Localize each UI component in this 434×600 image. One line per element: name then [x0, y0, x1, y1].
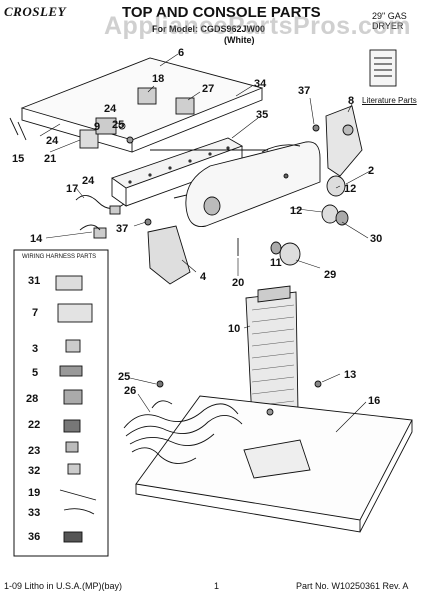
callout-17: 17: [66, 183, 78, 195]
callout-12-b: 12: [290, 205, 302, 217]
literature-parts-label: Literature Parts: [362, 96, 417, 105]
harness-callout-22: 22: [28, 419, 40, 431]
callout-numbers: 6 18 27 34 35 37 8 25 24 9 24 15 21 17 2…: [12, 47, 382, 543]
part-drawings: [9, 49, 413, 543]
callout-15: 15: [12, 153, 24, 165]
callout-37-top: 37: [298, 85, 310, 97]
callout-18: 18: [152, 73, 164, 85]
callout-30: 30: [370, 233, 382, 245]
harness-callout-19: 19: [28, 487, 40, 499]
callout-25-top: 25: [112, 119, 124, 131]
callout-13: 13: [344, 369, 356, 381]
harness-callout-28: 28: [26, 393, 38, 405]
harness-callout-31: 31: [28, 275, 40, 287]
callout-10: 10: [228, 323, 240, 335]
callout-24-b: 24: [46, 135, 59, 147]
callout-24-a: 24: [104, 103, 117, 115]
callout-35: 35: [256, 109, 268, 121]
model-number: For Model: CGDS962JW00: [152, 24, 266, 34]
wiring-harness-box: [13, 249, 109, 557]
callout-8: 8: [348, 95, 354, 107]
callout-4: 4: [200, 271, 207, 283]
callout-26: 26: [124, 385, 136, 397]
harness-callout-3: 3: [32, 343, 38, 355]
callout-2: 2: [368, 165, 374, 177]
harness-callout-32: 32: [28, 465, 40, 477]
callout-14: 14: [30, 233, 43, 245]
callout-16: 16: [368, 395, 380, 407]
callout-34: 34: [254, 78, 267, 90]
callout-24-c: 24: [82, 175, 95, 187]
appliance-subtitle: 29" GAS DRYER: [372, 11, 407, 31]
callout-12-a: 12: [344, 183, 356, 195]
footer-part-number: Part No. W10250361 Rev. A: [296, 581, 409, 591]
callout-6: 6: [178, 47, 184, 59]
footer-litho: 1-09 Litho in U.S.A.(MP)(bay): [4, 581, 123, 591]
page-title: TOP AND CONSOLE PARTS: [122, 4, 321, 21]
callout-21: 21: [44, 153, 56, 165]
harness-callout-7: 7: [32, 307, 38, 319]
harness-box-title: WIRING HARNESS PARTS: [22, 254, 97, 260]
harness-callout-5: 5: [32, 367, 38, 379]
callout-25-bottom: 25: [118, 371, 130, 383]
footer-page-number: 1: [214, 581, 220, 591]
callout-29: 29: [324, 269, 336, 281]
brand-logo: CROSLEY: [4, 4, 67, 19]
callout-20: 20: [232, 277, 244, 289]
harness-callout-23: 23: [28, 445, 40, 457]
model-color: (White): [224, 35, 255, 45]
callout-27: 27: [202, 83, 214, 95]
watermark: AppliancePartsPros.com: [104, 12, 411, 40]
callout-37-mid: 37: [116, 223, 128, 235]
callout-11: 11: [270, 257, 282, 269]
harness-callout-36: 36: [28, 531, 40, 543]
harness-callout-33: 33: [28, 507, 40, 519]
leader-lines: [39, 53, 373, 433]
callout-9: 9: [94, 121, 100, 133]
